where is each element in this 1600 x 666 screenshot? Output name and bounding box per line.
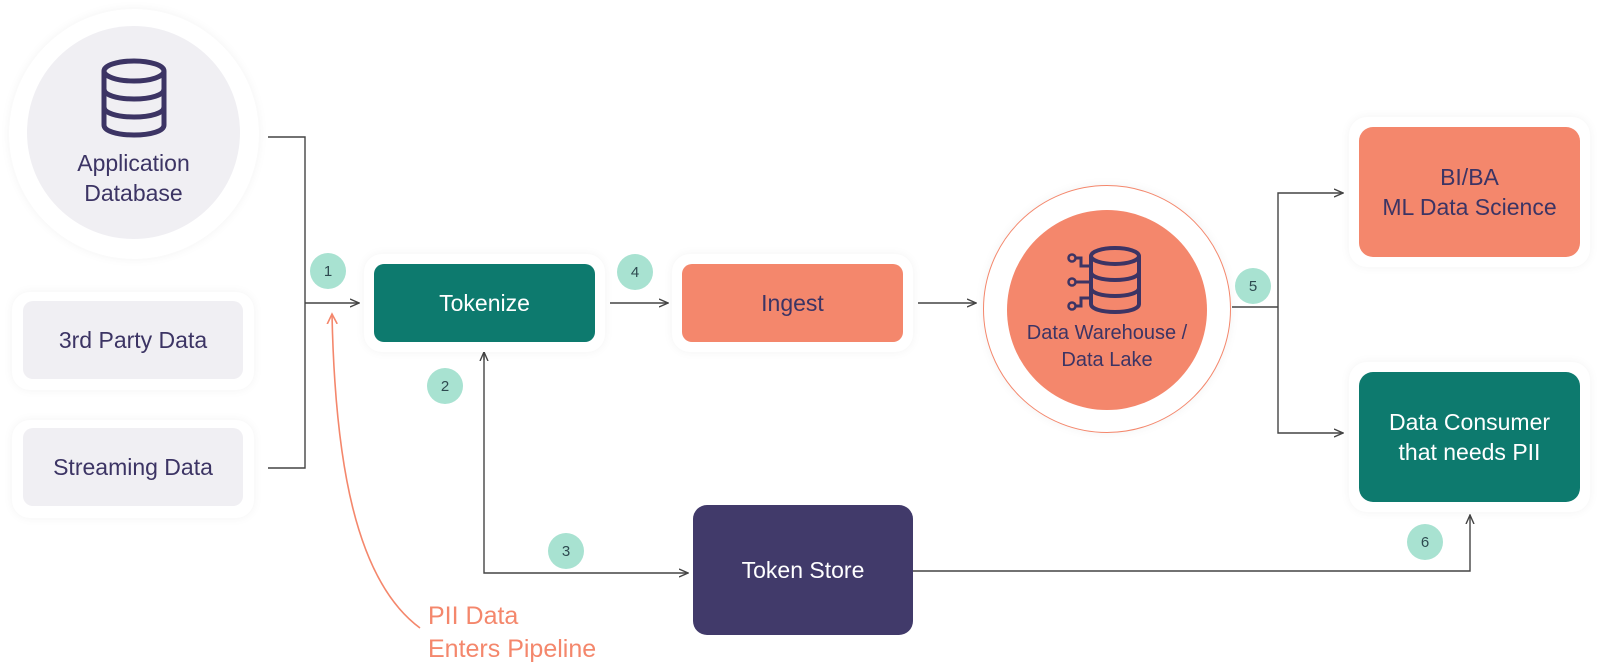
pii-annotation: PII Data Enters Pipeline bbox=[428, 602, 597, 663]
data-warehouse-node: Data Warehouse / Data Lake bbox=[1007, 210, 1207, 410]
ingest-node: Ingest bbox=[682, 264, 903, 342]
streaming-data-node: Streaming Data bbox=[23, 428, 243, 506]
ingest-label: Ingest bbox=[761, 289, 824, 316]
data-warehouse-label: Data Warehouse / Data Lake bbox=[1026, 322, 1188, 371]
tokenize-label: Tokenize bbox=[439, 289, 530, 316]
application-database-label: Application Database bbox=[77, 149, 190, 206]
database-icon bbox=[101, 58, 166, 138]
third-party-data-node: 3rd Party Data bbox=[23, 301, 243, 379]
step-badge-3: 3 bbox=[548, 533, 584, 569]
step-badge-1: 1 bbox=[310, 253, 346, 289]
third-party-data-label: 3rd Party Data bbox=[58, 326, 208, 353]
application-database-node: Application Database bbox=[27, 26, 240, 239]
data-consumer-label: Data Consumer that needs PII bbox=[1388, 409, 1551, 465]
tokenize-node: Tokenize bbox=[374, 264, 595, 342]
streaming-data-label: Streaming Data bbox=[53, 453, 213, 480]
step-badge-4: 4 bbox=[617, 254, 653, 290]
step-badge-6: 6 bbox=[1407, 524, 1443, 560]
step-badge-2: 2 bbox=[427, 368, 463, 404]
bi-ml-label: BI/BA ML Data Science bbox=[1382, 164, 1557, 220]
connector-app-db bbox=[268, 136, 306, 469]
connector-to-bi bbox=[1277, 193, 1343, 307]
pii-curve-arrow bbox=[332, 314, 421, 629]
database-network-icon bbox=[1067, 246, 1141, 315]
connector-to-consumer bbox=[1277, 307, 1343, 433]
connector-token-store-to-consumer bbox=[913, 515, 1470, 572]
step-badge-5: 5 bbox=[1235, 268, 1271, 304]
data-consumer-node: Data Consumer that needs PII bbox=[1359, 372, 1580, 502]
connector-tokenize-token-store bbox=[483, 352, 688, 573]
token-store-label: Token Store bbox=[741, 556, 865, 583]
token-store-node: Token Store bbox=[693, 505, 913, 635]
bi-ml-node: BI/BA ML Data Science bbox=[1359, 127, 1580, 257]
